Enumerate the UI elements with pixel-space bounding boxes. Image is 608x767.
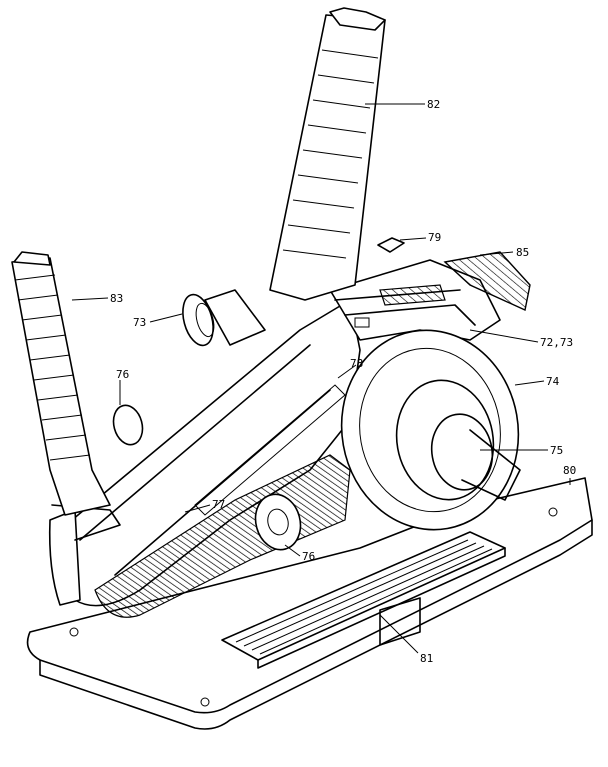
callout-80: 80: [563, 464, 576, 477]
base-plate: [26, 477, 593, 730]
part-79: [377, 237, 405, 253]
gear-wheel: [340, 329, 521, 531]
left-knob: [182, 289, 266, 347]
callout-76-lower: 76: [302, 550, 315, 563]
callout-74: 74: [546, 375, 560, 388]
callout-72-73: 72,73: [540, 336, 573, 349]
callout-82: 82: [427, 98, 440, 111]
handle-83: [11, 251, 111, 516]
callouts: 82 79 85 83 73 72,73 78 74 76 75 80 77 7…: [110, 98, 576, 665]
callout-77: 77: [212, 498, 225, 511]
callout-76-upper: 76: [116, 368, 129, 381]
roller-76-upper: [112, 404, 144, 446]
upper-shell: [329, 259, 501, 341]
callout-73: 73: [133, 316, 146, 329]
callout-75: 75: [550, 444, 563, 457]
callout-81: 81: [420, 652, 433, 665]
leader-lines: [71, 103, 571, 654]
handle-82: [269, 7, 386, 301]
callout-79: 79: [428, 231, 441, 244]
roller-76-lower: [254, 493, 302, 551]
callout-85: 85: [516, 246, 529, 259]
footrest-plate: [221, 531, 506, 669]
callout-83: 83: [110, 292, 123, 305]
main-housing: [48, 299, 361, 618]
callout-78: 78: [350, 357, 363, 370]
